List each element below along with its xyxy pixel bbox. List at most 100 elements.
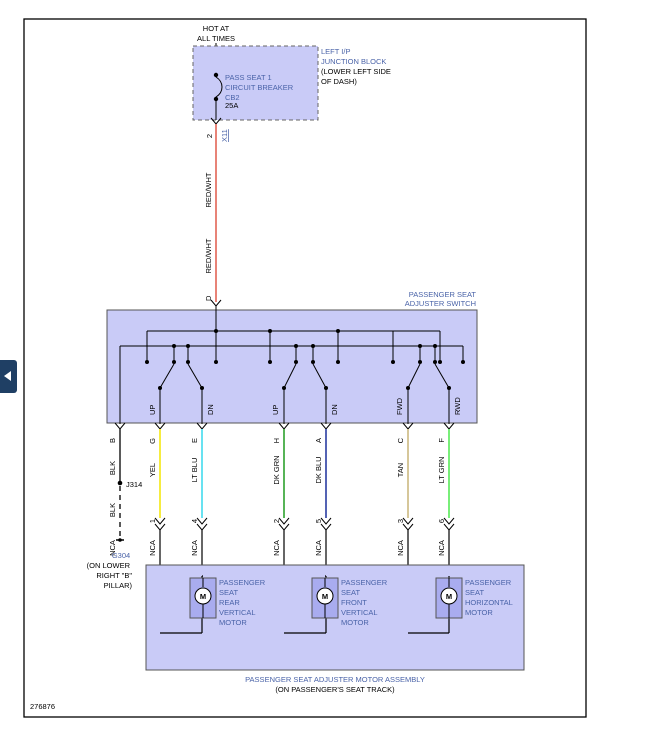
motor-1-label-5: MOTOR xyxy=(341,618,369,627)
gnd-node-5 xyxy=(433,344,437,348)
arm-blade-2 xyxy=(283,363,297,389)
gnd-contact-end xyxy=(461,360,465,364)
motor-1-label-3: FRONT xyxy=(341,598,367,607)
motor-0-label-3: REAR xyxy=(219,598,240,607)
wire-bottom-connector-4 xyxy=(320,517,332,525)
breaker-id: CB2 xyxy=(225,93,240,102)
connector-x11-link[interactable]: X11 xyxy=(220,129,229,142)
wire-nca-label-4: NCA xyxy=(314,540,323,556)
wire-pin-top-5: C xyxy=(396,437,405,443)
wire-bottom-connector-b-1 xyxy=(154,523,166,531)
bus-node-3 xyxy=(336,329,340,333)
wire-nca-label-6: NCA xyxy=(437,540,446,556)
wire-bottom-connector-b-6 xyxy=(443,523,455,531)
wire-pin-top-2: E xyxy=(190,438,199,443)
splice-j314-node xyxy=(117,480,123,486)
junction-label-2: JUNCTION BLOCK xyxy=(321,57,386,66)
motor-1-label-2: SEAT xyxy=(341,588,360,597)
diagram-id: 276876 xyxy=(30,702,55,711)
ground-location-1: (ON LOWER xyxy=(87,561,131,570)
wire-pin-bottom-2: 4 xyxy=(190,519,199,523)
motor-2-label-1: PASSENGER xyxy=(465,578,512,587)
wire-pin-top-6: F xyxy=(437,438,446,443)
wire-pin-bottom-6: 6 xyxy=(437,519,446,523)
junction-block xyxy=(192,45,319,121)
gnd-contact-3 xyxy=(311,360,315,364)
wire-bottom-connector-6 xyxy=(443,517,455,525)
arm-blade-4 xyxy=(407,363,421,389)
switch-pos-rwd: RWD xyxy=(453,397,462,415)
ground-g304-label: G304 xyxy=(112,551,130,560)
motor-0-label-4: VERTICAL xyxy=(219,608,256,617)
feed-wire-label-2: RED/WHT xyxy=(204,238,213,273)
junction-label-3: (LOWER LEFT SIDE xyxy=(321,67,391,76)
wire-nca-label-5: NCA xyxy=(396,540,405,556)
motor-symbol-0: M xyxy=(200,592,206,601)
diagram-frame xyxy=(23,18,587,718)
motor-2-label-3: HORIZONTAL xyxy=(465,598,513,607)
breaker-label-2: CIRCUIT BREAKER xyxy=(225,83,294,92)
switch-input-pin: D xyxy=(204,295,213,301)
arm-blade-0 xyxy=(159,363,175,389)
motor-0-label-1: PASSENGER xyxy=(219,578,266,587)
wire-pin-bottom-5: 3 xyxy=(396,519,405,523)
bus-contact-1 xyxy=(214,360,218,364)
wire-color-label-0: BLK xyxy=(108,461,117,475)
wire-bottom-connector-b-2 xyxy=(196,523,208,531)
circuit-breaker-icon xyxy=(213,72,223,120)
motor-symbol-2: M xyxy=(446,592,452,601)
gnd-node-3 xyxy=(311,344,315,348)
gnd-contact-0 xyxy=(172,360,176,364)
wire-bottom-connector-1 xyxy=(154,517,166,525)
arm-blade-5 xyxy=(434,363,450,389)
motor-2-label-4: MOTOR xyxy=(465,608,493,617)
wire-bottom-connector-3 xyxy=(278,517,290,525)
assembly-label-1: PASSENGER SEAT ADJUSTER MOTOR ASSEMBLY xyxy=(245,675,425,684)
hot-label-2: ALL TIMES xyxy=(197,34,235,43)
wire-pin-top-3: H xyxy=(272,438,281,443)
hot-label-1: HOT AT xyxy=(203,24,230,33)
motor-1-label-4: VERTICAL xyxy=(341,608,378,617)
wire-bottom-connector-b-5 xyxy=(402,523,414,531)
motor-symbol-1: M xyxy=(322,592,328,601)
gnd-node-1 xyxy=(186,344,190,348)
wire-nca-label-1: NCA xyxy=(148,540,157,556)
motors: MPASSENGERSEATREARVERTICALMOTORMPASSENGE… xyxy=(160,575,513,634)
motor-0-label-2: SEAT xyxy=(219,588,238,597)
switch-label-2: ADJUSTER SWITCH xyxy=(405,299,476,308)
splice-j314-label: J314 xyxy=(126,480,142,489)
feed-wire-label-1: RED/WHT xyxy=(204,172,213,207)
motor-1-label-1: PASSENGER xyxy=(341,578,388,587)
switch-label-1: PASSENGER SEAT xyxy=(409,290,477,299)
wire-color-label-4: DK BLU xyxy=(314,456,323,483)
switch-pos-up-2: UP xyxy=(271,405,280,415)
junction-label-4: OF DASH) xyxy=(321,77,357,86)
gnd-node-2 xyxy=(294,344,298,348)
bus-node-1 xyxy=(214,329,218,333)
junction-label-1: LEFT I/P xyxy=(321,47,350,56)
ground-nca-label: NCA xyxy=(108,540,117,556)
wire-nca-label-3: NCA xyxy=(272,540,281,556)
ground-node xyxy=(118,538,122,542)
wire-color-label-6: LT GRN xyxy=(437,457,446,484)
gnd-contact-1 xyxy=(186,360,190,364)
breaker-label-1: PASS SEAT 1 xyxy=(225,73,272,82)
wire-color-label-1: YEL xyxy=(148,463,157,477)
wire-bottom-connector-5 xyxy=(402,517,414,525)
bus-contact-5 xyxy=(438,360,442,364)
wire-bottom-connector-b-3 xyxy=(278,523,290,531)
switch-pos-fwd: FWD xyxy=(395,397,404,415)
motor-2-label-2: SEAT xyxy=(465,588,484,597)
gnd-contact-5 xyxy=(433,360,437,364)
wire-color-label-5: TAN xyxy=(396,463,405,477)
wire-nca-label-2: NCA xyxy=(190,540,199,556)
arm-blade-3 xyxy=(312,363,327,389)
switch-pos-dn-1: DN xyxy=(206,404,215,415)
bus-contact-2 xyxy=(268,360,272,364)
wire-pin-bottom-4: 5 xyxy=(314,519,323,523)
wire-pin-bottom-1: 1 xyxy=(148,519,157,523)
gnd-node-0 xyxy=(172,344,176,348)
previous-page-button[interactable] xyxy=(0,360,17,393)
